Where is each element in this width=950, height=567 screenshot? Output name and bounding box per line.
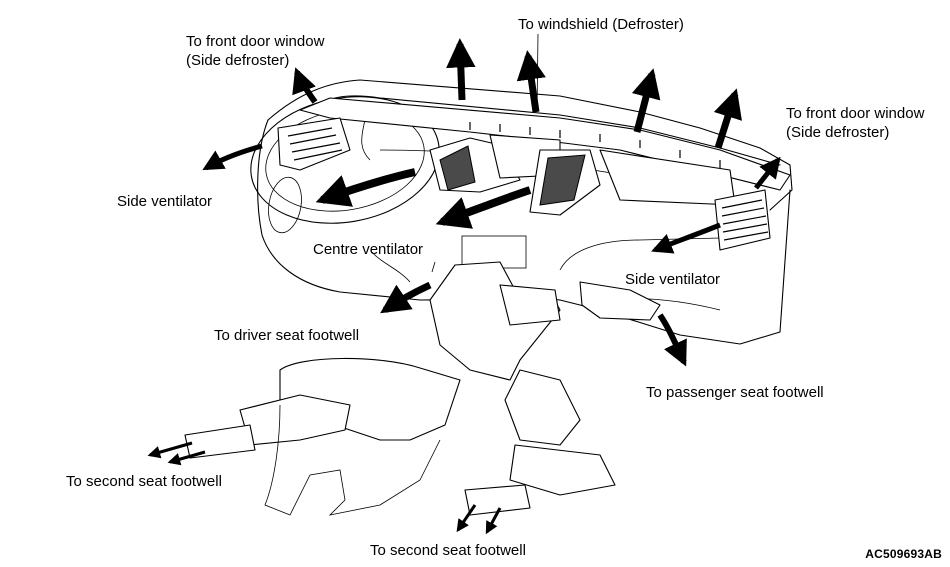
- floor-ducts: [184, 235, 661, 516]
- arrow-side-defroster-right: [754, 156, 781, 190]
- label-side-ventilator-right: Side ventilator: [625, 271, 721, 288]
- arrow-centre-vent-1: [315, 168, 416, 207]
- figure-code: AC509693AB: [865, 547, 942, 561]
- arrow-windshield-1: [446, 38, 476, 101]
- airflow-arrows: [147, 38, 781, 535]
- centre-vents: [429, 134, 736, 216]
- arrow-second-footwell-left-2: [167, 450, 206, 466]
- side-vent-left: [277, 117, 351, 171]
- arrow-second-footwell-bottom-2: [485, 507, 502, 535]
- label-front-door-window-left: To front door window (Side defroster): [186, 33, 325, 69]
- arrow-side-vent-left: [202, 143, 263, 171]
- side-vent-right: [714, 189, 771, 251]
- label-centre-ventilator: Centre ventilator: [313, 241, 424, 258]
- label-passenger-seat-footwell: To passenger seat footwell: [646, 384, 824, 401]
- label-front-door-window-right: To front door window (Side defroster): [786, 105, 925, 141]
- defroster-duct: [299, 97, 791, 191]
- label-side-ventilator-left: Side ventilator: [117, 193, 213, 210]
- label-windshield-defroster: To windshield (Defroster): [518, 16, 684, 33]
- arrow-passenger-footwell: [657, 313, 687, 367]
- arrow-second-footwell-bottom-1: [456, 504, 477, 533]
- leader-lines: [371, 33, 539, 283]
- arrow-second-footwell-left-1: [147, 441, 193, 459]
- arrow-windshield-3: [631, 68, 661, 133]
- arrow-windshield-4: [713, 88, 742, 150]
- arrow-windshield-2: [516, 50, 546, 113]
- label-driver-seat-footwell: To driver seat footwell: [214, 327, 360, 344]
- arrow-driver-footwell: [380, 281, 432, 314]
- arrow-side-vent-right: [651, 222, 721, 254]
- arrow-side-defroster-left: [292, 67, 318, 104]
- arrow-centre-vent-2: [435, 186, 532, 229]
- label-second-seat-footwell-bottom: To second seat footwell: [370, 542, 526, 559]
- label-second-seat-footwell-left: To second seat footwell: [66, 473, 222, 490]
